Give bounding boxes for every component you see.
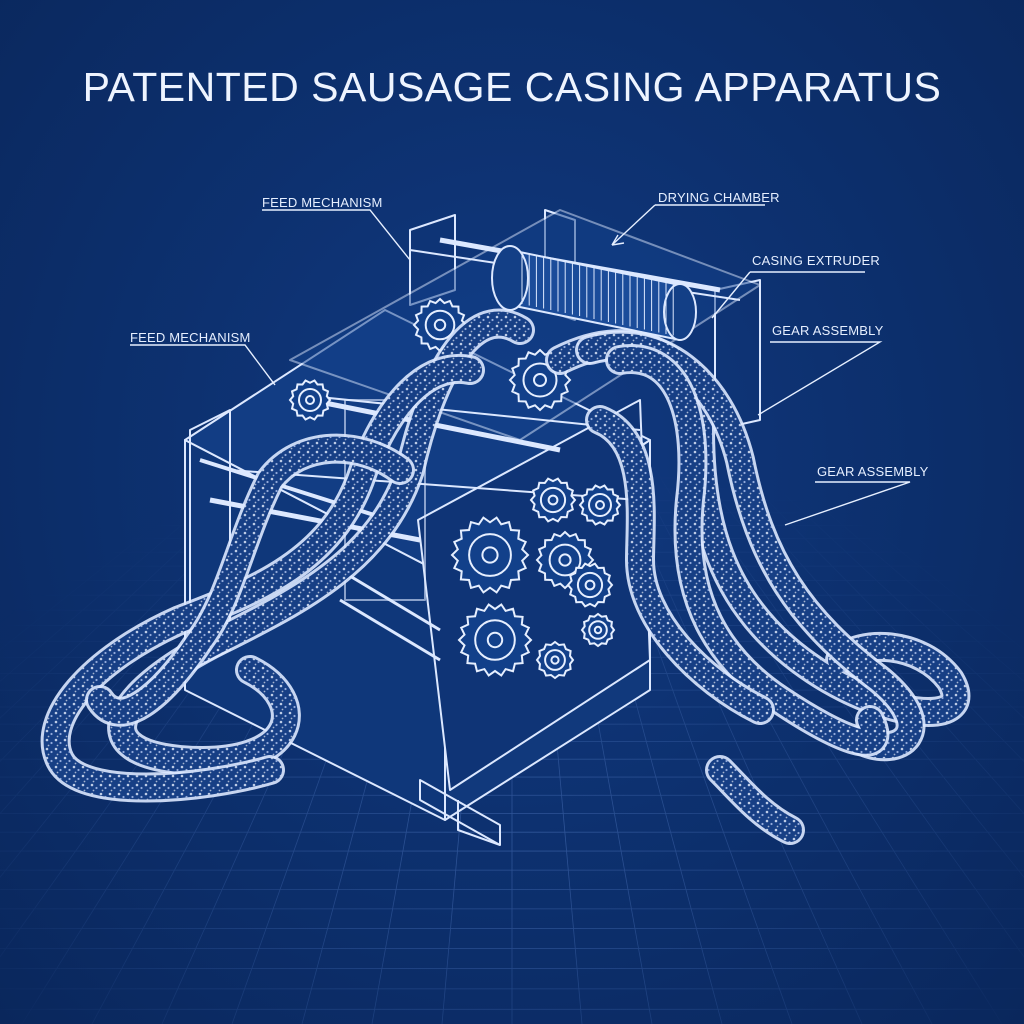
diagram-title: PATENTED SAUSAGE CASING APPARATUS <box>82 64 942 110</box>
gear-assembly-group <box>288 297 622 680</box>
small-gear-icon <box>529 477 577 523</box>
label-drying-chamber: DRYING CHAMBER <box>658 190 780 205</box>
small-gear-icon <box>535 640 575 680</box>
pulley-gear-icon <box>450 516 530 594</box>
label-casing-extruder: CASING EXTRUDER <box>752 253 880 268</box>
casing-ropes <box>40 308 971 845</box>
small-gear-icon <box>578 484 622 526</box>
label-feed-mechanism-left: FEED MECHANISM <box>130 330 251 345</box>
small-gear-icon <box>580 612 616 648</box>
leader-lines <box>130 204 911 526</box>
side-gear-icon <box>288 379 332 421</box>
drive-gear-icon <box>457 603 533 677</box>
small-gear-icon <box>566 562 614 608</box>
label-gear-assembly-lower: GEAR ASSEMBLY <box>817 464 929 479</box>
label-gear-assembly-upper: GEAR ASSEMBLY <box>772 323 884 338</box>
label-feed-mechanism-upper: FEED MECHANISM <box>262 195 383 210</box>
